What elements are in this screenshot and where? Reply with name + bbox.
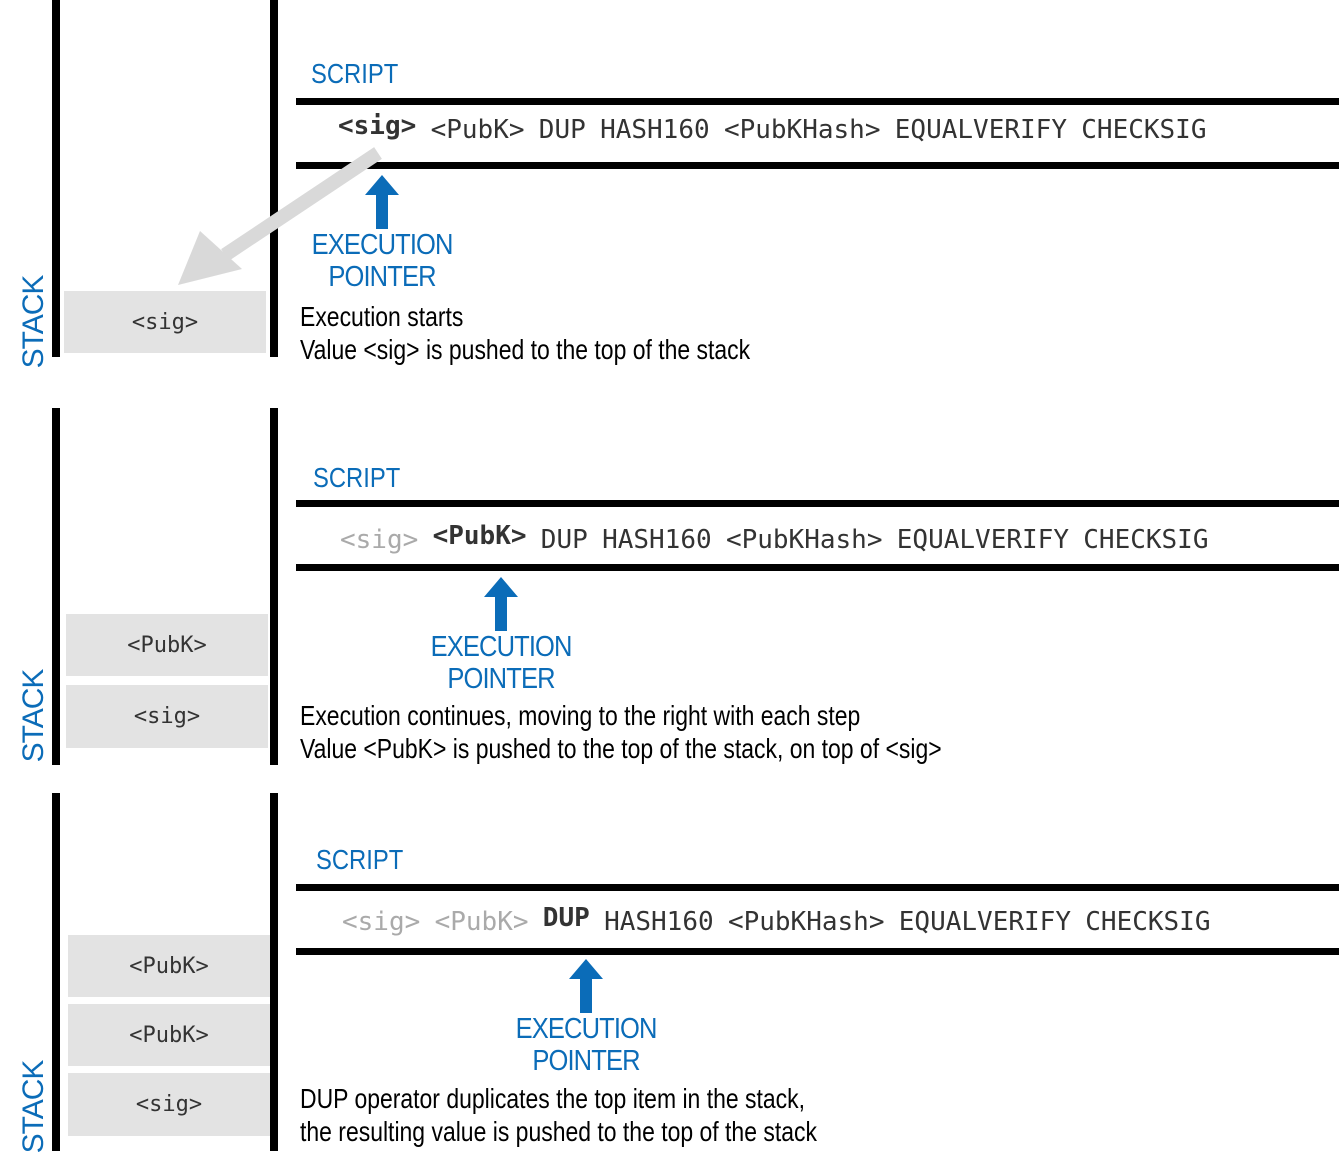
- stack-left-wall: [52, 793, 60, 1151]
- up-arrow-icon: [365, 175, 399, 229]
- script-token: <PubK>: [430, 115, 525, 145]
- stack-left-wall: [52, 408, 60, 765]
- pointer-label-line: POINTER: [447, 663, 555, 695]
- stack-label: STACK: [17, 669, 50, 763]
- step-panel-2: STACK SCRIPT <sig> <PubK> DUP HASH160 <PubKH…: [0, 405, 1339, 767]
- caption-line: the resulting value is pushed to the top…: [300, 1116, 817, 1147]
- stack-label: STACK: [17, 1060, 50, 1154]
- script-token: EQUALVERIFY: [896, 525, 1069, 555]
- script-token: EQUALVERIFY: [898, 907, 1071, 937]
- pointer-label-line: POINTER: [532, 1045, 640, 1077]
- script-token: CHECKSIG: [1085, 907, 1211, 937]
- script-token: HASH160: [600, 115, 710, 145]
- execution-pointer: EXECUTION POINTER: [506, 959, 666, 1077]
- push-arrow-icon: [178, 147, 382, 285]
- step-panel-3: STACK SCRIPT <sig> <PubK> DUP HASH160 <PubKH…: [0, 792, 1339, 1158]
- stack-left-wall: [52, 0, 60, 357]
- step-panel-1: STACK SCRIPT <sig> <PubK> DUP HASH160 <PubKH…: [0, 0, 1339, 368]
- script-token: <PubKHash>: [727, 907, 885, 937]
- script-token: <PubKHash>: [723, 115, 881, 145]
- pointer-label-line: EXECUTION: [311, 229, 454, 261]
- script-token: <sig>: [340, 525, 419, 555]
- script-token: <sig>: [342, 907, 421, 937]
- script-token-line: <sig> <PubK> DUP HASH160 <PubKHash> EQUALVERI…: [338, 111, 1221, 145]
- stack-item: <PubK>: [66, 614, 268, 676]
- script-label: SCRIPT: [316, 844, 404, 875]
- stack-item: <sig>: [64, 291, 266, 353]
- script-token-line: <sig> <PubK> DUP HASH160 <PubKHash> EQUALVERI…: [340, 521, 1223, 555]
- stack-item: <sig>: [68, 1073, 270, 1136]
- stack-right-wall: [270, 408, 278, 765]
- script-top-rule: [296, 500, 1339, 507]
- stack-item: <sig>: [66, 685, 268, 748]
- script-bottom-rule: [296, 564, 1339, 571]
- stack-item: <PubK>: [68, 935, 270, 997]
- up-arrow-icon: [484, 577, 518, 631]
- script-token: <PubK>: [434, 907, 529, 937]
- execution-pointer: EXECUTION POINTER: [302, 175, 462, 293]
- step-caption: Execution starts Value <sig> is pushed t…: [300, 300, 750, 366]
- step-caption: Execution continues, moving to the right…: [300, 699, 942, 765]
- script-token: <PubK>: [432, 521, 527, 551]
- script-token: DUP: [540, 525, 588, 555]
- script-token: <PubKHash>: [725, 525, 883, 555]
- execution-pointer: EXECUTION POINTER: [421, 577, 581, 695]
- script-token-line: <sig> <PubK> DUP HASH160 <PubKHash> EQUALVERI…: [342, 903, 1225, 937]
- up-arrow-icon: [569, 959, 603, 1013]
- script-token: CHECKSIG: [1081, 115, 1207, 145]
- script-label: SCRIPT: [313, 462, 401, 493]
- script-token: HASH160: [602, 525, 712, 555]
- stack-right-wall: [270, 0, 278, 357]
- step-caption: DUP operator duplicates the top item in …: [300, 1082, 817, 1148]
- script-bottom-rule: [296, 162, 1339, 169]
- script-token: DUP: [542, 903, 590, 933]
- stack-item: <PubK>: [68, 1004, 270, 1066]
- script-top-rule: [296, 884, 1339, 891]
- stack-label: STACK: [17, 275, 50, 369]
- script-bottom-rule: [296, 948, 1339, 955]
- caption-line: Value <PubK> is pushed to the top of the…: [300, 733, 942, 764]
- caption-line: Value <sig> is pushed to the top of the …: [300, 334, 751, 365]
- pointer-label-line: POINTER: [328, 261, 436, 293]
- pointer-label-line: EXECUTION: [430, 631, 573, 663]
- stack-right-wall: [270, 793, 278, 1151]
- script-token: EQUALVERIFY: [894, 115, 1067, 145]
- script-token: CHECKSIG: [1083, 525, 1209, 555]
- pointer-label-line: EXECUTION: [515, 1013, 658, 1045]
- script-top-rule: [296, 98, 1339, 105]
- script-token: <sig>: [338, 111, 417, 141]
- script-token: DUP: [538, 115, 586, 145]
- caption-line: Execution starts: [300, 301, 464, 332]
- script-label: SCRIPT: [311, 58, 399, 89]
- caption-line: Execution continues, moving to the right…: [300, 700, 861, 731]
- script-token: HASH160: [604, 907, 714, 937]
- caption-line: DUP operator duplicates the top item in …: [300, 1083, 805, 1114]
